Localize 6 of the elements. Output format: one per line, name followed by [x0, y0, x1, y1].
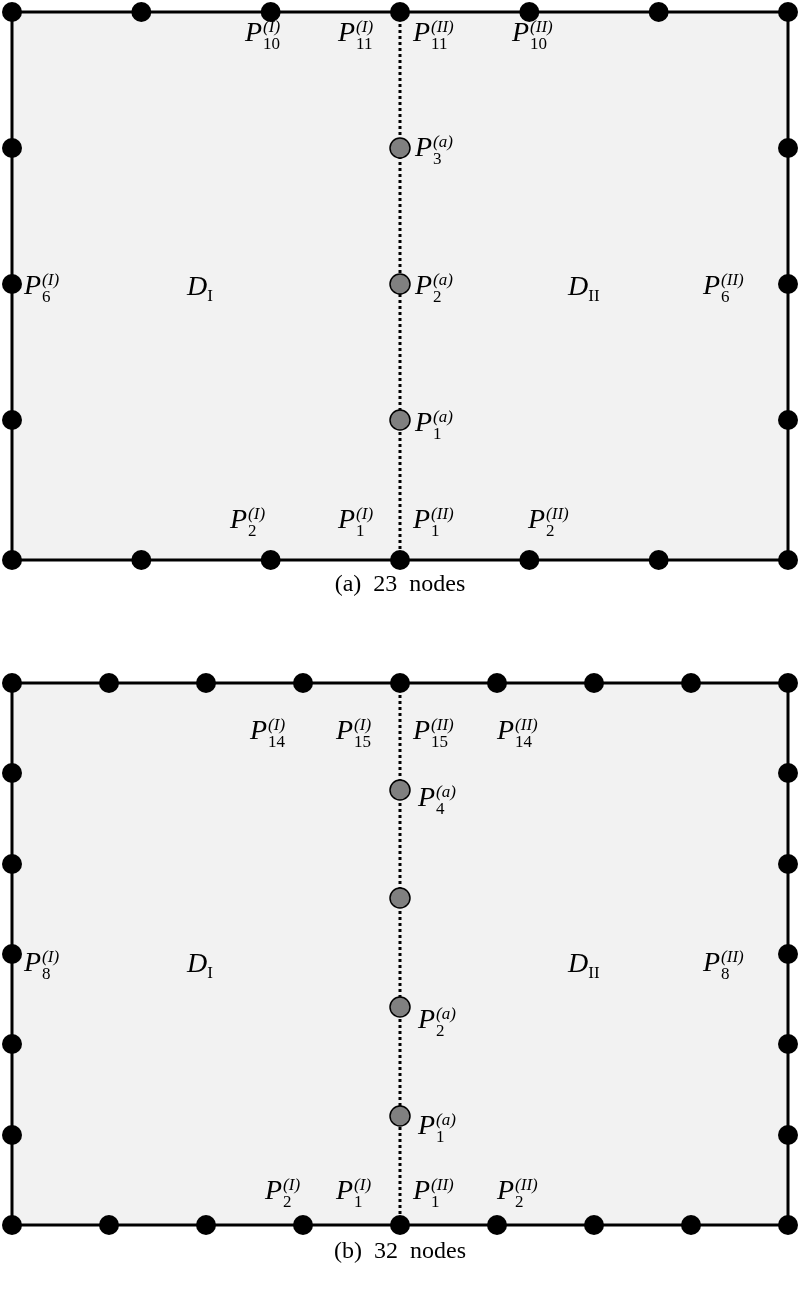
domain-label: D$_{II}$	[568, 948, 600, 982]
domain-label: D$_{I}$	[187, 271, 213, 305]
domain-label: D$_{II}$	[568, 271, 600, 305]
figure-caption: (a) 23 nodes	[334, 569, 466, 597]
figure-caption: (b) 32 nodes	[334, 1236, 466, 1264]
domain-label: D$_{I}$	[187, 948, 213, 982]
